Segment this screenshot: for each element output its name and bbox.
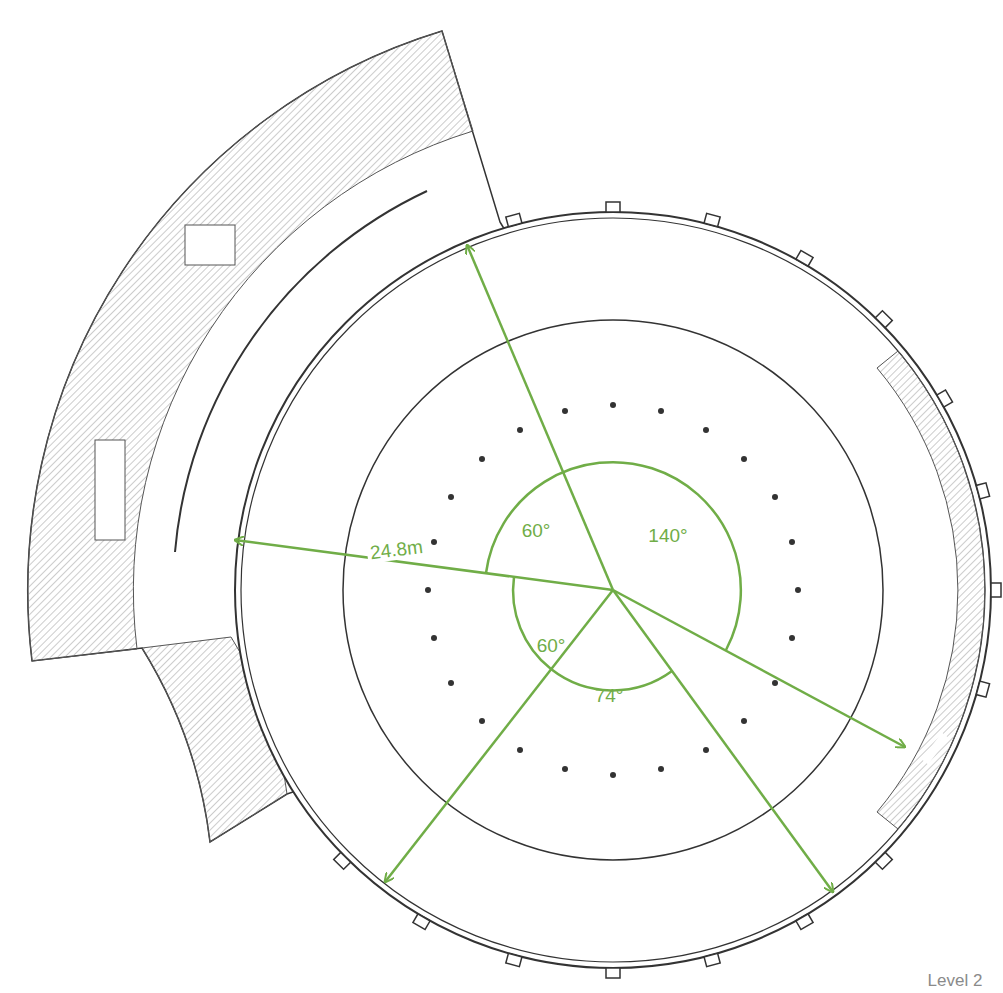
level-label: Level 2	[928, 972, 983, 989]
hatched-band	[877, 351, 985, 829]
stair	[95, 440, 125, 540]
buttresses	[334, 202, 1001, 978]
angle-label: 60°	[522, 521, 551, 540]
dimension-lines	[235, 245, 905, 892]
outer-wall	[235, 212, 991, 968]
angle-label: 60°	[537, 636, 566, 655]
outer-wall	[241, 218, 985, 962]
angle-label: 140°	[648, 526, 687, 545]
angle-label: 74°	[595, 686, 624, 705]
stair	[185, 225, 235, 265]
band-gap	[925, 735, 945, 762]
